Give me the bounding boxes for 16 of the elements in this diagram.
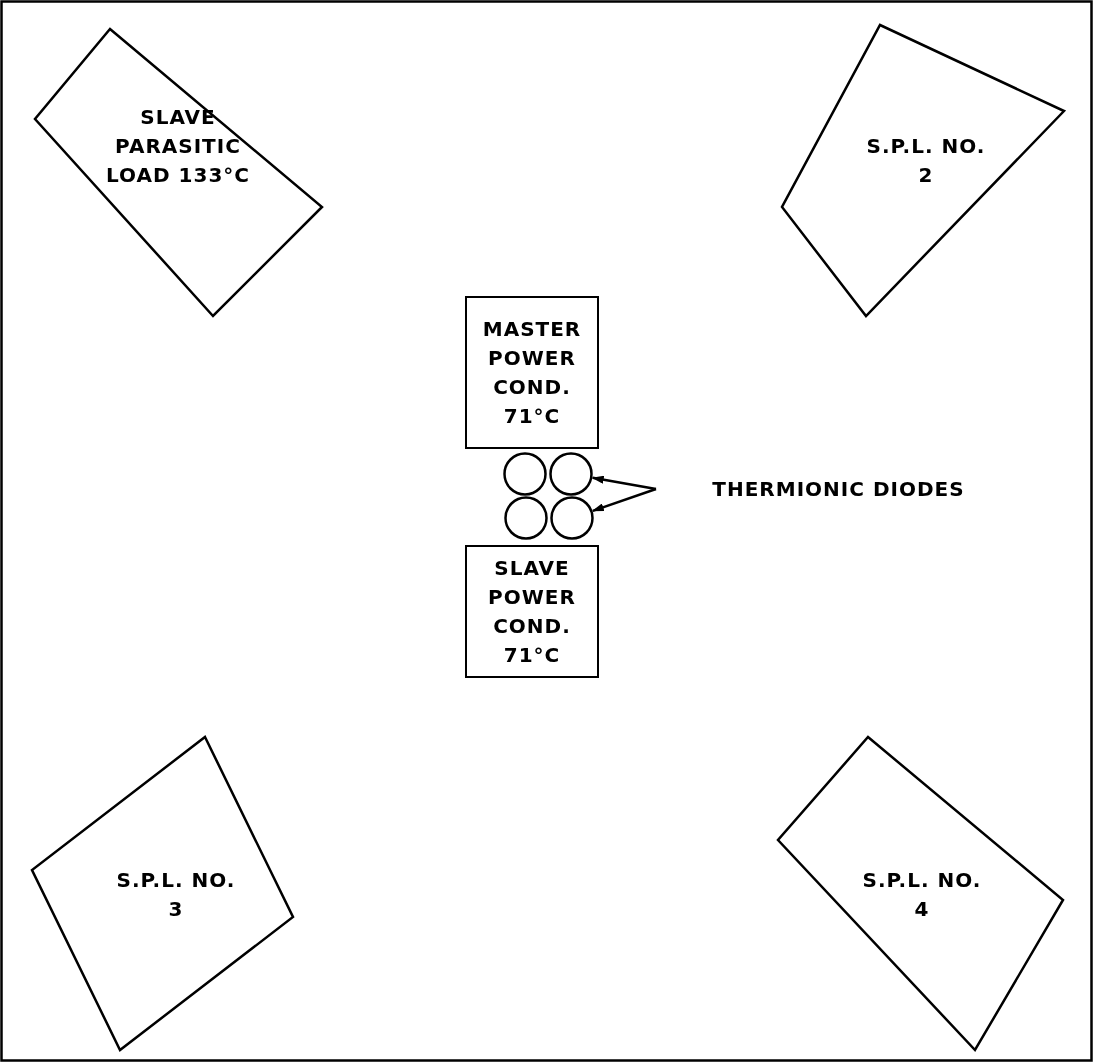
node-label: SLAVE POWER COND. 71°C: [487, 554, 577, 669]
diode-circle: [549, 452, 593, 496]
diode-circle: [503, 452, 547, 496]
node-label: S.P.L. NO. 4: [862, 867, 982, 923]
leader-line: [591, 475, 657, 491]
callout-label: THERMIONIC DIODES: [712, 475, 965, 503]
node-label: SLAVE PARASITIC LOAD 133°C: [105, 103, 251, 189]
process-box: [465, 296, 599, 449]
node-label: S.P.L. NO. 3: [116, 867, 236, 923]
diode-circle: [504, 496, 548, 540]
diode-circle: [550, 496, 594, 540]
node-label: MASTER POWER COND. 71°C: [481, 315, 583, 430]
process-box: [465, 545, 599, 678]
leader-line: [591, 487, 657, 512]
diamond-shape: [32, 25, 324, 317]
node-label: S.P.L. NO. 2: [866, 133, 986, 189]
